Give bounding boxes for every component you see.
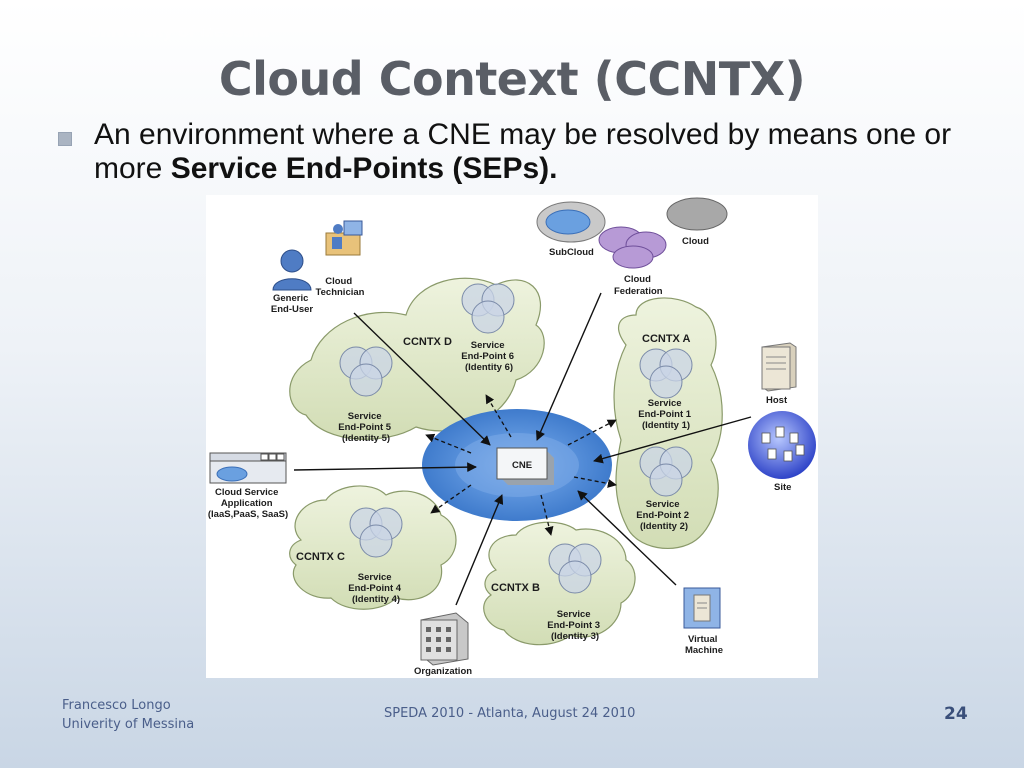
actor-solid-arrows (293, 292, 752, 606)
arrow-cne-sep4 (430, 484, 472, 514)
sep3-label: Service End-Point 3 (Identity 3) (547, 609, 602, 642)
footer-affiliation: Univerity of Messina (62, 717, 195, 732)
ccntx-b-label: CCNTX B (491, 582, 540, 594)
federation-legend-icon (598, 226, 667, 269)
site-icon (748, 411, 816, 479)
watermark-text: University of Messina (88, 22, 270, 41)
generic-user-icon (272, 249, 312, 291)
arrow-vm-cne (577, 490, 677, 586)
sep4-venn-icon (349, 507, 403, 558)
federation-legend-label-1: Cloud (624, 274, 651, 285)
application-window-icon (209, 452, 287, 484)
site-label: Site (774, 482, 791, 493)
subcloud-legend-icon (536, 201, 606, 243)
sep1-venn-icon (639, 348, 693, 399)
ccntx-a-label: CCNTX A (642, 333, 691, 345)
technician-label: Cloud Technician (316, 276, 365, 298)
cloud-legend-label: Cloud (682, 236, 709, 247)
subcloud-legend-label: SubCloud (549, 247, 594, 258)
arrow-cne-sep1 (567, 419, 617, 446)
footer-event: SPEDA 2010 - Atlanta, August 24 2010 (384, 706, 636, 721)
sep5-label: Service End-Point 5 (Identity 5) (338, 411, 393, 444)
arrow-host-cne (593, 416, 752, 464)
host-label: Host (766, 395, 788, 406)
arrow-organization-cne (455, 494, 504, 606)
bullet-text: An environment where a CNE may be resolv… (94, 118, 994, 186)
footer-author-block: Francesco Longo Univerity of Messina (62, 696, 194, 734)
sep2-label: Service End-Point 2 (Identity 2) (636, 499, 691, 532)
sep5-venn-icon (339, 346, 393, 397)
arrow-cne-sep6 (485, 394, 512, 438)
sep2-venn-icon (639, 446, 693, 497)
generic-user-label: Generic End-User (271, 293, 314, 315)
federation-legend-label-2: Federation (614, 286, 663, 297)
arrow-cne-sep5 (425, 433, 472, 454)
arrow-enduser-cne (353, 312, 491, 446)
sep3-venn-icon (548, 543, 602, 594)
cloud-legend-icon (666, 197, 728, 231)
diagram-svg: SubCloud Cloud Cloud Federation CCNTX D … (208, 197, 816, 677)
arrow-cne-sep2 (573, 476, 617, 488)
sep1-label: Service End-Point 1 (Identity 1) (638, 398, 693, 431)
page-number: 24 (944, 704, 968, 724)
cne-box (496, 447, 554, 485)
footer-author: Francesco Longo (62, 698, 171, 713)
sep4-label: Service End-Point 4 (Identity 4) (348, 572, 403, 605)
virtual-machine-icon (683, 587, 721, 629)
slide-title: Cloud Context (CCNTX) (218, 52, 806, 106)
sep6-label: Service End-Point 6 (Identity 6) (461, 340, 516, 373)
cne-sep-dashed-arrows (425, 394, 617, 536)
arrow-federation-cne (536, 292, 602, 441)
organization-label: Organization (414, 666, 472, 677)
application-label: Cloud Service Application (IaaS,PaaS, Sa… (208, 487, 288, 520)
technician-icon (325, 220, 363, 256)
ccntx-c-label: CCNTX C (296, 551, 345, 563)
cne-label: CNE (512, 460, 532, 471)
ccntx-diagram: SubCloud Cloud Cloud Federation CCNTX D … (206, 195, 818, 678)
bullet-square-icon (58, 132, 72, 146)
host-server-icon (761, 342, 797, 392)
sep6-venn-icon (461, 283, 515, 334)
arrow-app-cne (293, 462, 477, 473)
bullet-text-bold: Service End-Points (SEPs). (170, 152, 558, 185)
bullet-text-plain: An environment where a CNE may be resolv… (94, 118, 952, 185)
organization-building-icon (420, 612, 469, 666)
ccntx-d-label: CCNTX D (403, 336, 452, 348)
virtual-machine-label: Virtual Machine (685, 634, 723, 656)
